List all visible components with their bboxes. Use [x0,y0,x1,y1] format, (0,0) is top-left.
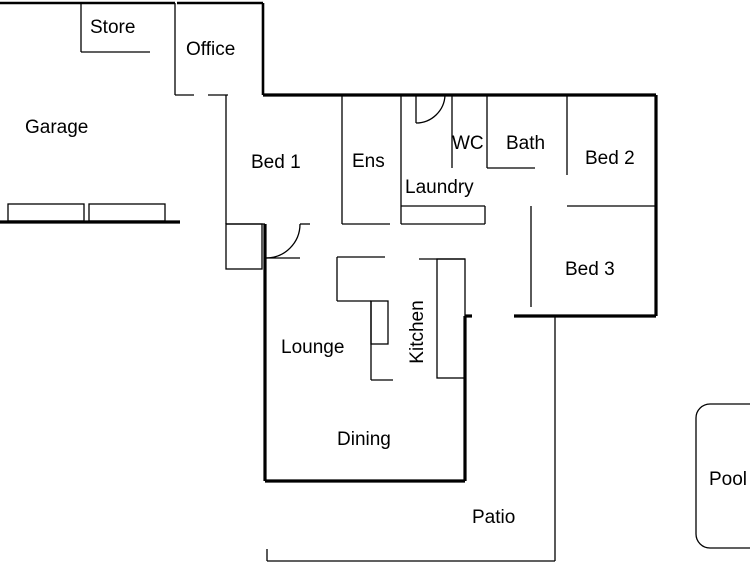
doors [265,94,446,259]
room-label-ens: Ens [352,151,385,172]
room-label-bed-1: Bed 1 [251,152,301,173]
pool-outline [695,403,750,549]
garage-block [0,1,265,224]
room-label-wc: WC [452,133,484,154]
room-label-bed-2: Bed 2 [585,148,635,169]
room-label-bath: Bath [506,133,545,154]
room-label-patio: Patio [472,507,515,528]
kitchen-counters [336,256,466,381]
room-label-kitchen: Kitchen [407,300,428,363]
room-label-garage: Garage [25,117,88,138]
room-label-bed-3: Bed 3 [565,259,615,280]
room-label-office: Office [186,39,235,60]
interior-walls [225,95,656,562]
room-label-lounge: Lounge [281,337,344,358]
room-label-store: Store [90,17,135,38]
room-label-laundry: Laundry [405,177,474,198]
garage-door-panel [7,203,85,222]
room-label-pool: Pool [709,469,747,490]
garage-door-panel [88,203,166,222]
room-label-dining: Dining [337,429,391,450]
